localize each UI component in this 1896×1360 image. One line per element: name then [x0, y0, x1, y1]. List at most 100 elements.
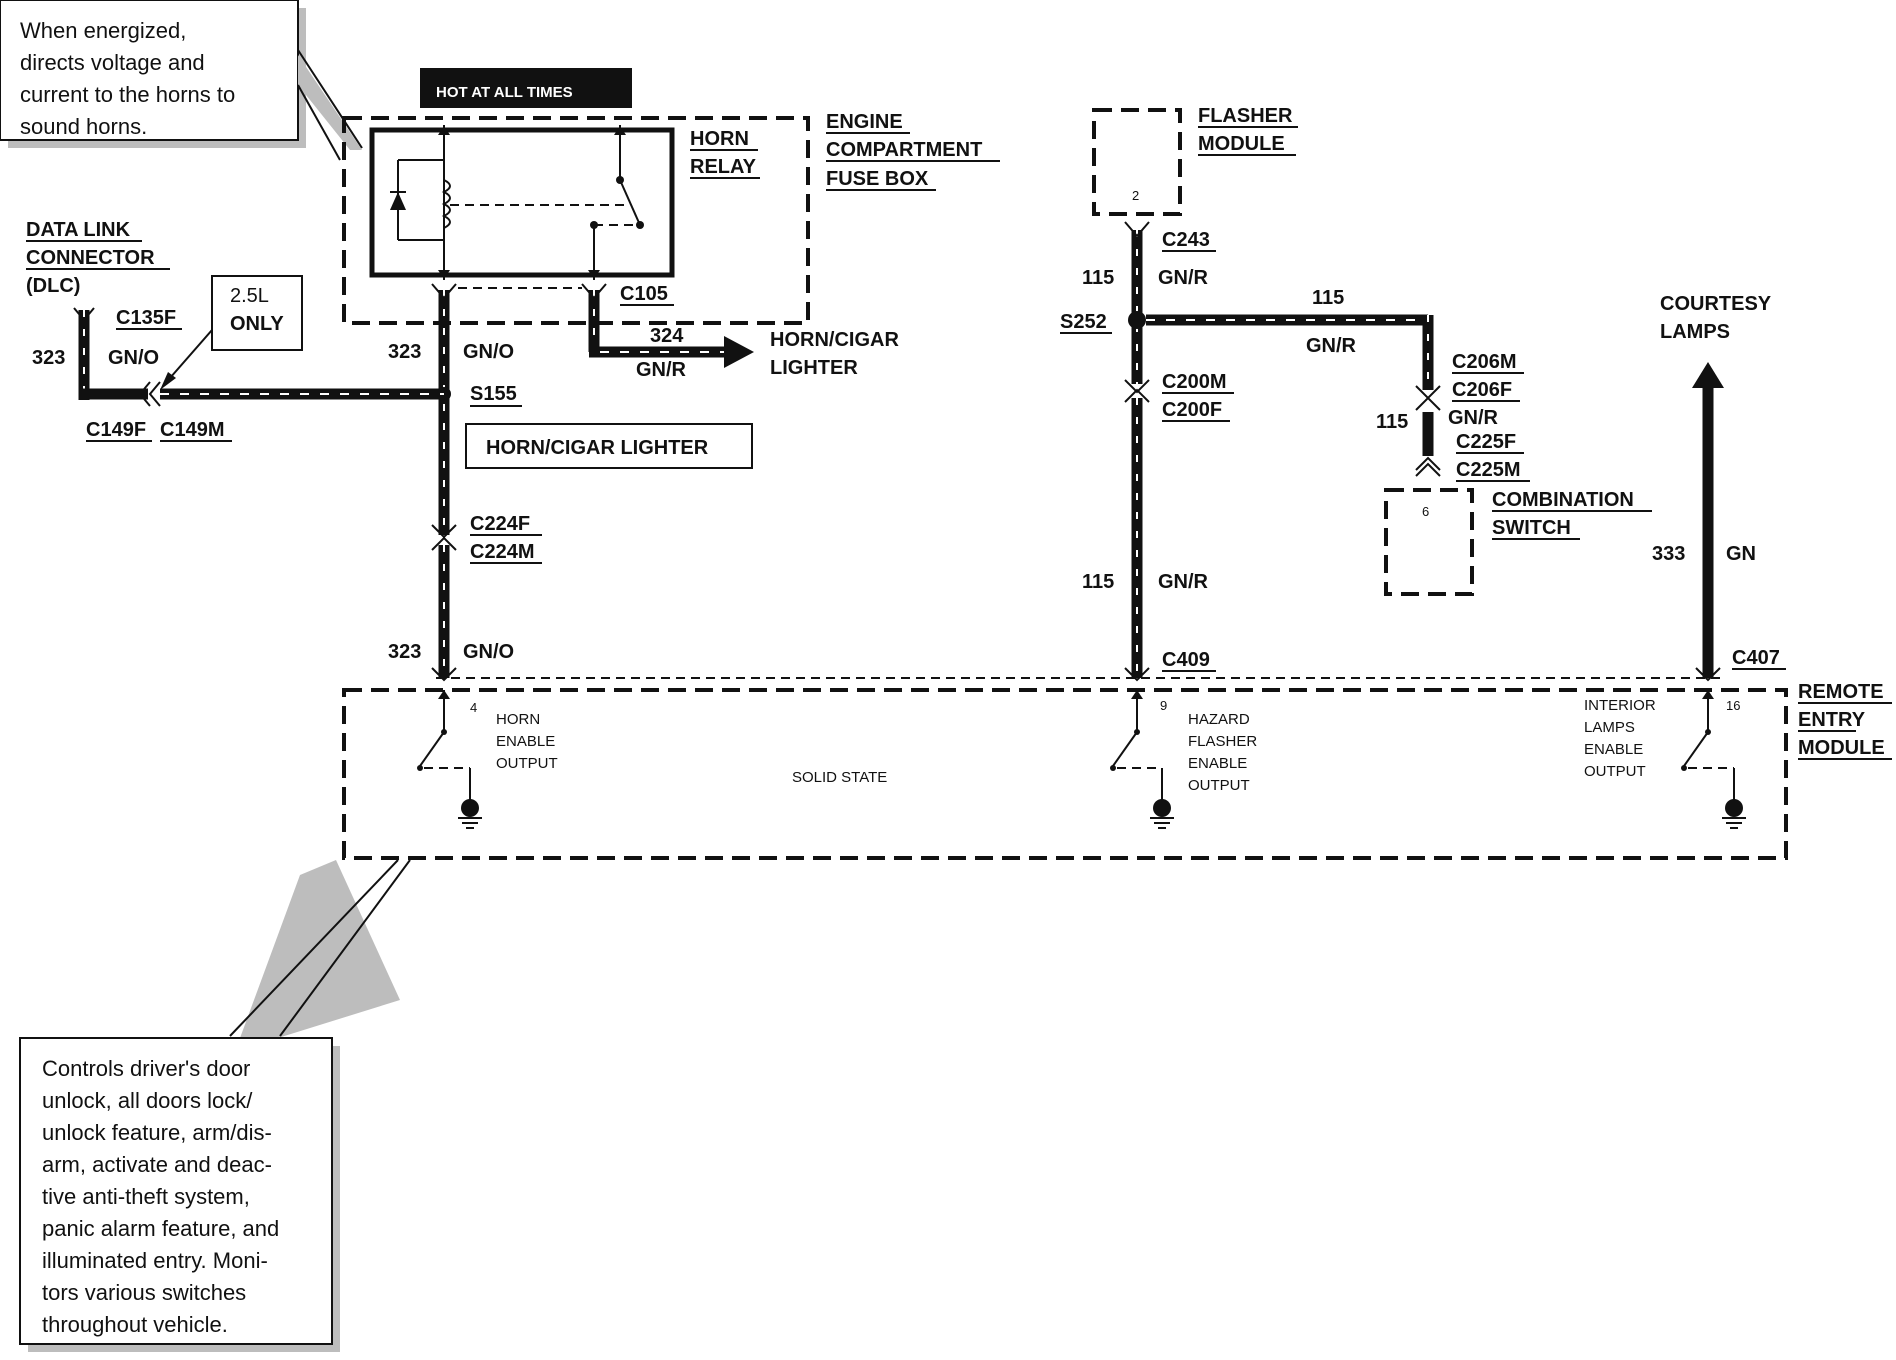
module-note-line: illuminated entry. Moni-: [42, 1248, 268, 1273]
svg-text:323: 323: [388, 641, 421, 663]
horn-cigar-lighter-box: HORN/CIGAR LIGHTER: [465, 423, 753, 469]
svg-text:ENTRY: ENTRY: [1798, 709, 1866, 731]
combination-switch: 6 COMBINATION SWITCH: [1384, 488, 1652, 596]
svg-text:MODULE: MODULE: [1198, 133, 1285, 155]
solid-state-label: SOLID STATE: [792, 769, 887, 786]
svg-text:DATA LINK: DATA LINK: [26, 219, 131, 241]
svg-text:115: 115: [1376, 411, 1408, 433]
svg-text:FUSE BOX: FUSE BOX: [826, 168, 929, 190]
svg-text:(DLC): (DLC): [26, 275, 80, 297]
svg-text:C409: C409: [1162, 649, 1210, 671]
wire-324: [458, 283, 754, 368]
svg-text:S252: S252: [1060, 311, 1107, 333]
engine-only-callout: 2.5L ONLY: [160, 275, 303, 390]
svg-text:INTERIOR: INTERIOR: [1584, 697, 1656, 714]
svg-text:COMPARTMENT: COMPARTMENT: [826, 139, 982, 161]
relay-note-line: When energized,: [20, 18, 186, 43]
svg-text:REMOTE: REMOTE: [1798, 681, 1884, 703]
svg-text:FLASHER: FLASHER: [1188, 733, 1257, 750]
module-note-line: arm, activate and deac-: [42, 1152, 272, 1177]
svg-text:When energized,: When energized,: [20, 18, 186, 43]
svg-text:HORN: HORN: [496, 711, 540, 728]
svg-text:115: 115: [1082, 267, 1114, 289]
module-note-line: panic alarm feature, and: [42, 1216, 279, 1241]
svg-text:9: 9: [1160, 698, 1167, 713]
svg-text:sound horns.: sound horns.: [20, 114, 147, 139]
svg-text:OUTPUT: OUTPUT: [1584, 763, 1646, 780]
svg-text:C135F: C135F: [116, 307, 176, 329]
svg-text:C105: C105: [620, 283, 668, 305]
svg-text:directs voltage and: directs voltage and: [20, 50, 205, 75]
svg-text:GN/R: GN/R: [636, 359, 687, 381]
svg-text:HAZARD: HAZARD: [1188, 711, 1250, 728]
svg-text:ENABLE: ENABLE: [1188, 755, 1247, 772]
svg-text:LIGHTER: LIGHTER: [770, 357, 858, 379]
svg-text:LAMPS: LAMPS: [1660, 321, 1730, 343]
dlc-label: DATA LINK CONNECTOR (DLC): [26, 219, 170, 297]
module-note-line: throughout vehicle.: [42, 1312, 228, 1337]
s155-label: S155: [470, 383, 517, 405]
svg-text:16: 16: [1726, 698, 1740, 713]
svg-text:333: 333: [1652, 543, 1685, 565]
svg-text:323: 323: [32, 347, 65, 369]
relay-note-line: directs voltage and: [20, 50, 205, 75]
flasher-module: 2 FLASHER MODULE: [1092, 105, 1298, 216]
switch-pin: 6: [1422, 504, 1429, 519]
svg-text:ONLY: ONLY: [230, 313, 284, 335]
horn-output-switch: 4 HORN ENABLE OUTPUT: [417, 690, 558, 829]
module-note-line: tors various switches: [42, 1280, 246, 1305]
wire-323-dlc: [73, 307, 444, 407]
svg-text:323: 323: [388, 341, 421, 363]
relay-note-line: sound horns.: [20, 114, 147, 139]
module-note-line: unlock feature, arm/dis-: [42, 1120, 272, 1145]
hazard-output-switch: 9 HAZARD FLASHER ENABLE OUTPUT: [1110, 690, 1257, 829]
svg-text:GN/R: GN/R: [1448, 407, 1499, 429]
relay-note-line: current to the horns to: [20, 82, 235, 107]
svg-text:C243: C243: [1162, 229, 1210, 251]
svg-text:C225F: C225F: [1456, 431, 1516, 453]
svg-text:2.5L: 2.5L: [230, 285, 269, 307]
svg-text:GN/R: GN/R: [1158, 571, 1209, 593]
engine-compartment-fuse-box: ENGINE COMPARTMENT FUSE BOX: [342, 111, 1000, 325]
svg-text:115: 115: [1082, 571, 1114, 593]
svg-text:C224M: C224M: [470, 541, 534, 563]
wire-333: [1692, 362, 1724, 682]
svg-text:ENABLE: ENABLE: [496, 733, 555, 750]
flasher-pin: 2: [1132, 188, 1139, 203]
svg-text:C206F: C206F: [1452, 379, 1512, 401]
remote-entry-module: REMOTE ENTRY MODULE SOLID STATE 4 HORN E…: [342, 677, 1892, 860]
svg-text:GN/R: GN/R: [1306, 335, 1357, 357]
svg-text:OUTPUT: OUTPUT: [496, 755, 558, 772]
svg-text:GN/O: GN/O: [463, 641, 514, 663]
svg-text:FLASHER: FLASHER: [1198, 105, 1293, 127]
svg-text:HORN/CIGAR LIGHTER: HORN/CIGAR LIGHTER: [486, 437, 709, 459]
module-note-line: Controls driver's door: [42, 1056, 250, 1081]
horn-relay: HORN RELAY: [369, 125, 760, 280]
svg-text:HORN: HORN: [690, 128, 749, 150]
svg-text:C149F: C149F: [86, 419, 146, 441]
relay-note: When energized, directs voltage and curr…: [0, 0, 363, 161]
wire-323-horn: [431, 283, 457, 682]
interior-output-switch: 16 INTERIOR LAMPS ENABLE OUTPUT: [1584, 690, 1746, 829]
svg-text:GN/O: GN/O: [463, 341, 514, 363]
svg-text:current to the horns to: current to the horns to: [20, 82, 235, 107]
module-note: Controls driver's door unlock, all doors…: [19, 859, 411, 1352]
svg-text:C407: C407: [1732, 647, 1780, 669]
svg-text:COURTESY: COURTESY: [1660, 293, 1772, 315]
svg-text:C206M: C206M: [1452, 351, 1516, 373]
svg-text:GN/O: GN/O: [108, 347, 159, 369]
svg-text:324: 324: [650, 325, 684, 347]
wire-115-hazard: [1124, 221, 1150, 682]
svg-text:C149M: C149M: [160, 419, 224, 441]
svg-text:COMBINATION: COMBINATION: [1492, 489, 1634, 511]
svg-text:GN: GN: [1726, 543, 1756, 565]
hot-at-all-times-banner: HOT AT ALL TIMES: [420, 68, 632, 108]
svg-text:C224F: C224F: [470, 513, 530, 535]
svg-text:CONNECTOR: CONNECTOR: [26, 247, 155, 269]
svg-text:C200F: C200F: [1162, 399, 1222, 421]
svg-text:SWITCH: SWITCH: [1492, 517, 1571, 539]
hot-at-all-times-label: HOT AT ALL TIMES: [436, 84, 573, 101]
svg-text:115: 115: [1312, 287, 1344, 309]
module-note-line: unlock, all doors lock/: [42, 1088, 253, 1113]
